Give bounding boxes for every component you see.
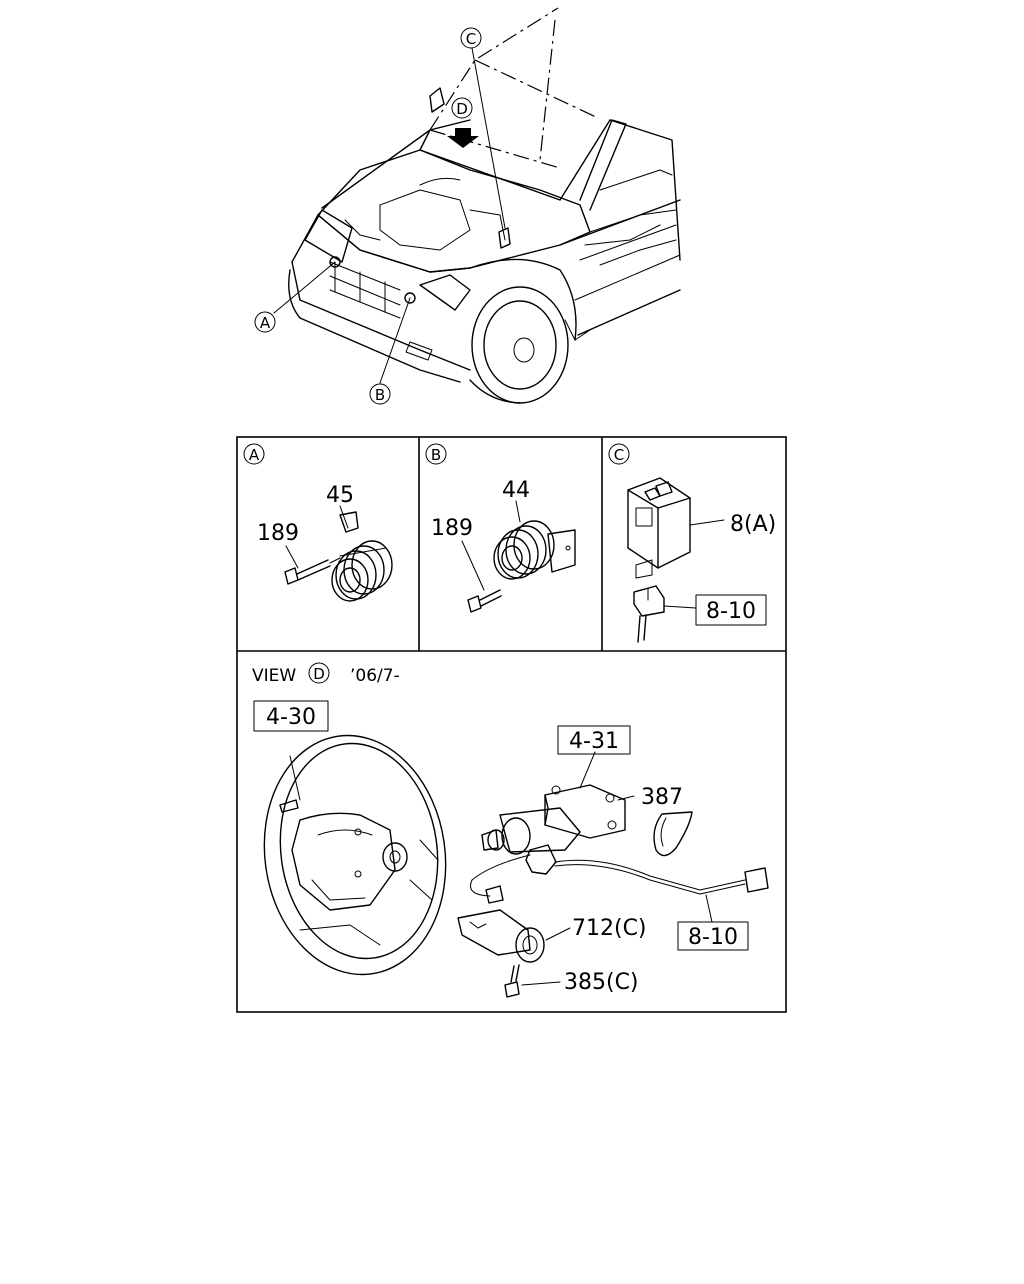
part-label-44: 44 [502,478,530,503]
svg-text:D: D [456,100,468,118]
bolt-189-icon [284,557,341,585]
cable-tie-387-icon [653,811,693,857]
panel-a: A 45 189 [243,443,393,602]
callout-c: C [460,27,482,49]
callout-a: A [254,311,276,333]
callout-b: B [369,383,391,405]
part-label-385c: 385(C) [564,970,639,995]
clock-spring-712-icon [457,909,545,963]
vehicle-illustration [288,7,681,404]
connector-icon [633,585,665,643]
part-label-45: 45 [326,483,354,508]
view-arrow-icon [447,128,479,148]
ref-box-8-10-d [677,921,749,951]
svg-text:C: C [466,30,476,48]
part-label-189-a: 189 [257,521,299,546]
part-label-8-10-d: 8-10 [688,925,738,950]
panel-b-title: B [431,446,441,464]
view-date: ’06/7- [350,666,400,686]
part-label-8-10-c: 8-10 [706,599,756,624]
bolt-189-b-icon [467,589,502,613]
panel-d: VIEW D ’06/7- 4-30 [252,662,769,998]
screw-385-icon [504,964,520,998]
panel-a-title: A [249,446,260,464]
control-unit-icon [627,477,691,579]
view-label: VIEW [252,666,296,686]
horn-45-icon [331,511,393,602]
steering-wheel-icon [263,734,447,976]
part-label-189-b: 189 [431,516,473,541]
part-label-4-30: 4-30 [266,705,316,730]
steering-column-icon [470,784,769,904]
ref-box-4-31 [557,725,631,755]
detail-frame [236,436,787,1013]
part-label-4-31: 4-31 [569,729,619,754]
part-label-387: 387 [641,785,683,810]
svg-text:A: A [260,314,271,332]
view-letter: D [313,665,325,683]
svg-text:B: B [375,386,385,404]
part-label-8a: 8(A) [730,512,776,537]
panel-c-title: C [614,446,624,464]
ref-box-4-30 [253,700,329,732]
part-label-712c: 712(C) [572,916,647,941]
leader-lines [273,47,506,384]
horn-44-icon [493,520,576,580]
panel-b: B 44 189 [425,443,576,613]
panel-c: C 8(A) 8-10 [608,443,776,643]
ref-box-8-10-c [695,594,767,626]
callout-d: D [451,97,473,119]
